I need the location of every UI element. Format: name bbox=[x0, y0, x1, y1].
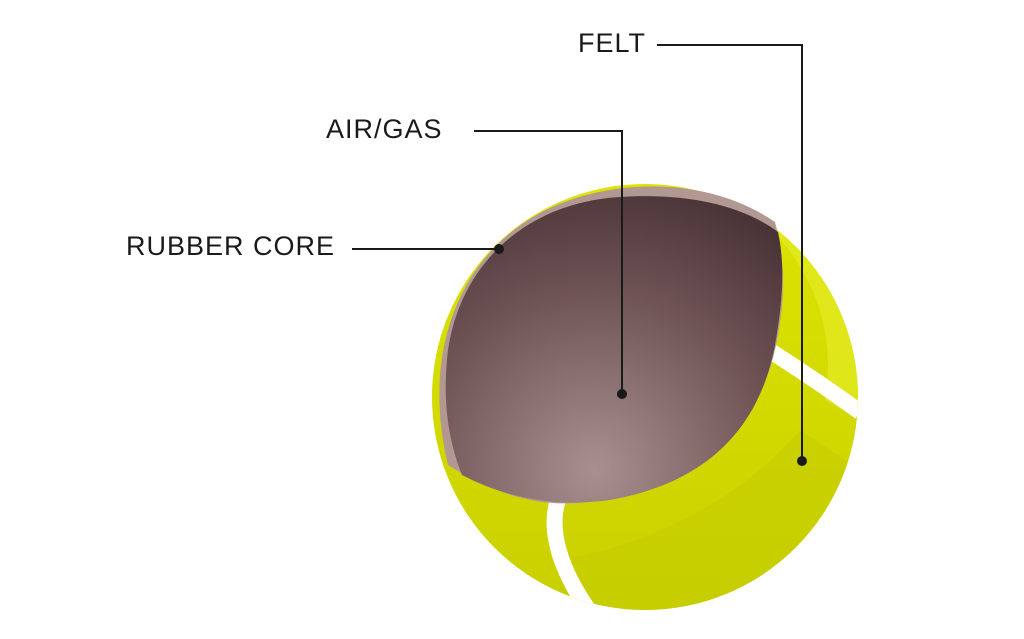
leader-line-air-gas bbox=[474, 130, 623, 394]
leader-dot-air-gas bbox=[617, 389, 627, 399]
leader-dot-rubber-core bbox=[494, 244, 504, 254]
felt-seam-right bbox=[767, 345, 858, 419]
air-gas-core bbox=[445, 196, 783, 503]
leader-line-felt bbox=[657, 44, 803, 461]
felt-seam-bottom bbox=[546, 497, 597, 610]
label-felt: FELT bbox=[578, 28, 647, 58]
leader-dot-felt bbox=[797, 456, 807, 466]
label-air-gas: AIR/GAS bbox=[326, 114, 443, 144]
label-rubber-core: RUBBER CORE bbox=[126, 231, 336, 261]
